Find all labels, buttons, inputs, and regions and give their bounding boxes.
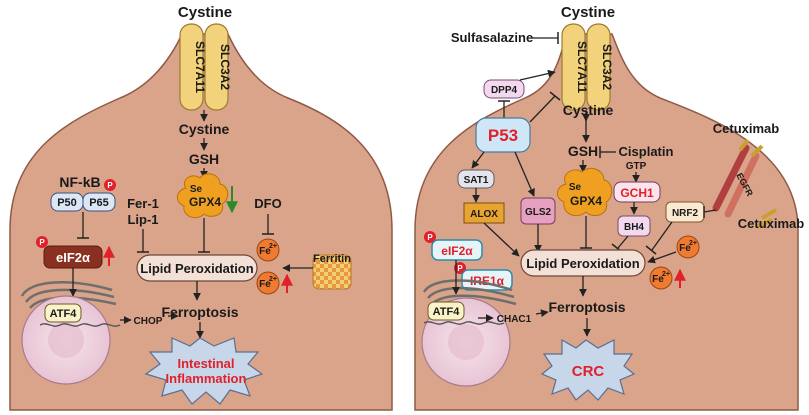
right-sat1: SAT1 xyxy=(464,175,489,186)
svg-text:P: P xyxy=(39,238,45,247)
left-p50: P50 xyxy=(50,192,84,212)
svg-text:P: P xyxy=(427,233,433,242)
right-eif2a-box xyxy=(431,239,483,261)
right-slc3a2-label: SLC3A2 xyxy=(600,44,614,90)
svg-text:2+: 2+ xyxy=(689,240,697,247)
left-ferroptosis: Ferroptosis xyxy=(161,304,238,320)
left-chop: CHOP xyxy=(134,316,163,327)
left-p65: P65 xyxy=(82,192,116,212)
left-slc3a2-label: SLC3A2 xyxy=(218,44,232,90)
right-lipid-peroxidation-label: Lipid Peroxidation xyxy=(526,256,639,271)
left-fer1: Fer-1 xyxy=(127,196,159,211)
svg-text:P50: P50 xyxy=(57,197,77,209)
svg-text:P: P xyxy=(107,181,113,190)
right-gch1: GCH1 xyxy=(620,186,654,200)
left-transporter: SLC7A11 SLC3A2 xyxy=(179,23,232,111)
left-outcome-line1: Intestinal xyxy=(177,356,234,371)
right-cisplatin: Cisplatin xyxy=(619,144,674,159)
right-gls2: GLS2 xyxy=(525,207,552,218)
right-gch1-box xyxy=(613,181,661,203)
right-cystine-inside: Cystine xyxy=(563,102,614,118)
svg-text:Fe: Fe xyxy=(652,274,664,285)
right-atf4-box xyxy=(427,301,465,321)
right-fe-ion-2: Fe 2+ xyxy=(649,266,673,290)
left-slc7a11-label: SLC7A11 xyxy=(193,41,207,93)
left-ferritin: Ferritin xyxy=(312,253,352,290)
left-outcome-line2: Inflammation xyxy=(166,371,247,386)
right-cetuximab-bottom: Cetuximab xyxy=(738,216,805,231)
right-alox: ALOX xyxy=(470,209,498,220)
right-eif2a-phospho xyxy=(424,231,436,243)
left-cystine-inside: Cystine xyxy=(179,121,230,137)
svg-text:Fe: Fe xyxy=(259,246,271,257)
right-fe-ion-1: Fe 2+ xyxy=(676,235,700,259)
svg-text:2+: 2+ xyxy=(269,276,277,283)
svg-text:P65: P65 xyxy=(89,197,109,209)
right-cetuximab-top: Cetuximab xyxy=(713,121,780,136)
right-ferroptosis: Ferroptosis xyxy=(548,299,625,315)
left-fe-ion-1: Fe 2+ xyxy=(256,238,280,262)
left-dfo: DFO xyxy=(254,196,281,211)
left-eif2a-label: eIF2α xyxy=(56,250,90,265)
left-eif2a-phospho xyxy=(36,236,48,248)
left-atf4: ATF4 xyxy=(50,308,78,320)
right-gpx4-label: GPX4 xyxy=(570,194,602,208)
right-cystine-top: Cystine xyxy=(561,4,615,21)
left-gpx4-enzyme: Se GPX4 xyxy=(177,173,229,219)
right-outcome: CRC xyxy=(572,363,605,380)
left-gpx4-label: GPX4 xyxy=(189,195,221,209)
left-nfkb: NF-kB xyxy=(59,174,100,190)
right-cell: Cystine Sulfasalazine SLC7A11 SLC3A2 Cys… xyxy=(414,4,805,411)
svg-text:P: P xyxy=(457,264,463,273)
right-dpp4: DPP4 xyxy=(491,85,518,96)
right-sulfasalazine: Sulfasalazine xyxy=(451,30,533,45)
right-bh4: BH4 xyxy=(624,222,644,233)
left-se-label: Se xyxy=(190,184,203,195)
right-chac1: CHAC1 xyxy=(497,314,532,325)
left-outcome-burst xyxy=(144,337,264,405)
right-dpp4-box xyxy=(483,79,525,99)
left-cystine-top: Cystine xyxy=(178,4,232,21)
left-ferritin-label: Ferritin xyxy=(313,253,351,265)
left-atf4-box xyxy=(44,303,82,323)
svg-text:Fe: Fe xyxy=(259,279,271,290)
left-lipid-peroxidation-label: Lipid Peroxidation xyxy=(140,261,253,276)
right-slc7a11-label: SLC7A11 xyxy=(575,41,589,93)
svg-text:2+: 2+ xyxy=(662,271,670,278)
right-p53: P53 xyxy=(475,117,531,153)
right-p53-label: P53 xyxy=(488,126,518,145)
right-atf4: ATF4 xyxy=(433,306,461,318)
right-se-label: Se xyxy=(569,182,582,193)
right-ire1a-phospho xyxy=(454,262,466,274)
right-transporter: SLC7A11 SLC3A2 xyxy=(561,23,614,111)
svg-text:Fe: Fe xyxy=(679,243,691,254)
left-nfkb-phospho xyxy=(104,179,116,191)
right-outcome-burst xyxy=(540,338,636,401)
left-lip1: Lip-1 xyxy=(127,212,158,227)
right-eif2a-label: eIF2α xyxy=(441,244,473,258)
left-gsh: GSH xyxy=(189,151,219,167)
svg-text:2+: 2+ xyxy=(269,243,277,250)
right-nrf2: NRF2 xyxy=(672,208,699,219)
left-cell: Cystine SLC7A11 SLC3A2 Cystine GSH Se GP… xyxy=(9,4,393,411)
right-bh4-box xyxy=(617,215,651,237)
right-gsh: GSH xyxy=(568,143,598,159)
left-fe-ion-2: Fe 2+ xyxy=(256,271,280,295)
right-gtp: GTP xyxy=(626,161,647,172)
right-gpx4-enzyme: Se GPX4 xyxy=(557,167,613,217)
